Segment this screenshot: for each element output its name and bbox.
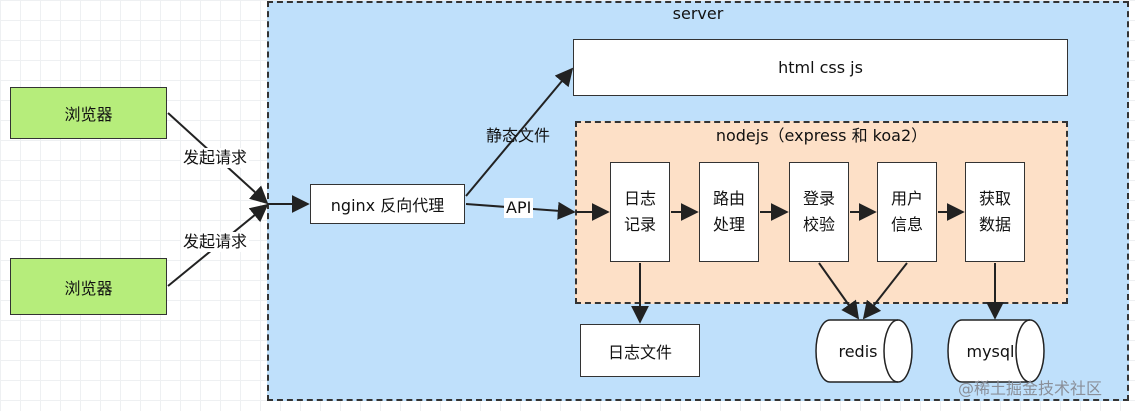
nodejs-label: nodejs（express 和 koa2）	[715, 126, 928, 145]
mysql-database	[947, 319, 1045, 383]
log-file-box: 日志文件	[580, 324, 700, 377]
watermark: @稀土掘金技术社区	[958, 379, 1103, 398]
edge-label-static-files: 静态文件	[486, 126, 551, 145]
step-user-info: 用户 信息	[877, 162, 937, 262]
edge-label-request-bottom: 发起请求	[181, 232, 250, 252]
browser-box-2: 浏览器	[10, 258, 167, 315]
edge-label-api: API	[504, 198, 534, 218]
step-login-check: 登录 校验	[789, 162, 849, 262]
server-label: server	[672, 4, 724, 23]
edge-label-request-top: 发起请求	[181, 148, 250, 168]
edge-login-to-redis	[818, 262, 860, 320]
mysql-label: mysql	[966, 342, 1015, 361]
step-fetch-data: 获取 数据	[965, 162, 1025, 262]
nginx-proxy-box: nginx 反向代理	[310, 184, 465, 224]
static-files-box: html css js	[573, 39, 1068, 96]
edge-user-to-redis	[862, 262, 908, 320]
browser-box-1: 浏览器	[10, 87, 167, 139]
step-logging: 日志 记录	[610, 162, 670, 262]
step-routing: 路由 处理	[699, 162, 759, 262]
redis-label: redis	[838, 342, 878, 361]
redis-database	[815, 319, 913, 383]
edge-nginx-to-static	[465, 67, 574, 197]
